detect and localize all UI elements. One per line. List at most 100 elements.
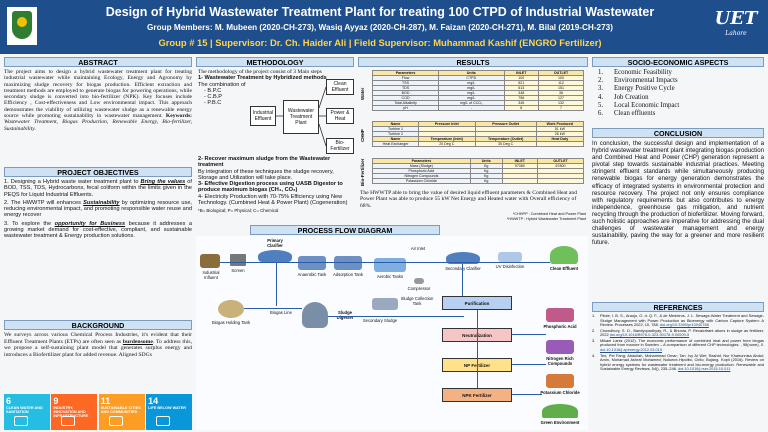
label-potassium: Potassium Chloride — [540, 390, 580, 395]
objective-item: 2. The HWWTP will enhances Sustainabilit… — [4, 199, 192, 219]
uv-icon — [498, 252, 522, 262]
chem-line-2 — [512, 364, 546, 365]
combo-list: - B.P.C - C.B.P - P.B.C — [204, 87, 223, 107]
list-item: 2.Environmental Impacts — [598, 77, 678, 85]
references-list: 1.Pilote, I. B. S., Araujo, O. d. Q. F.,… — [592, 313, 764, 373]
clean-effluent-icon — [550, 246, 578, 264]
label-air: Air Inlet — [410, 246, 426, 251]
socio-list: 1.Economic Feasibility 2.Environmental I… — [592, 69, 764, 118]
conclusion-body: In conclusion, the successful design and… — [592, 140, 764, 247]
poster-title: Design of Hybrid Wastewater Treatment Pl… — [105, 5, 655, 19]
label-aerobic: Aerobic Tanks — [376, 274, 404, 279]
secondary-clarifier-icon — [446, 252, 480, 264]
objective-item: 3. To explore the opportunity for Busine… — [4, 220, 192, 240]
methodology-note: *B= Biological; P= Physical; C= Chemical — [198, 208, 279, 214]
npk-fertilizer-box: NPK Fertilizer — [442, 388, 512, 402]
references-heading: REFERENCES — [592, 302, 764, 312]
label-biogas-line: Biogas Line — [270, 310, 292, 315]
background-body: We surveys across various Chemical Proce… — [4, 332, 193, 358]
group-members: Group Members: M. Mubeen (2020-CH-273), … — [147, 23, 613, 32]
sludge-line-2 — [462, 264, 463, 298]
purification-box: Purification — [442, 296, 512, 310]
phosphoric-acid-icon — [546, 308, 574, 322]
main-flow-line — [220, 262, 550, 263]
anaerobic-tank-icon — [298, 256, 326, 270]
poster-header: Design of Hybrid Wastewater Treatment Pl… — [0, 0, 768, 54]
methodology-step2: 2- Recover maximum sludge from the Waste… — [198, 156, 331, 169]
objectives-heading: PROJECT OBJECTIVES — [4, 167, 192, 177]
flow-heading: PROCESS FLOW DIAGRAM — [250, 225, 440, 235]
abstract-text: The project aims to design a hybrid wast… — [4, 69, 192, 120]
methodology-step2b: By integration of these techniques the s… — [198, 168, 334, 181]
fertilizer-stack-line — [477, 310, 478, 388]
sludge-digester-icon — [302, 302, 328, 328]
chem-line-1 — [512, 334, 546, 335]
label-green: Green Environment — [540, 420, 580, 425]
results-heading: RESULTS — [358, 57, 588, 67]
results-footnotes: *CHHPP : Combined Heat and Power Plant *… — [506, 212, 586, 221]
list-item: 5.Local Economic Impact — [598, 101, 680, 109]
screen-icon — [230, 254, 246, 266]
list-item: 3.Energy Positive Cycle — [598, 85, 675, 93]
list-item: 1.Economic Feasibility — [598, 69, 672, 76]
sludge-line-1 — [276, 262, 277, 306]
list-item: 4.Teo, Pei Fang; Abdullah, Mohammad Omar… — [592, 352, 764, 372]
label-compressor: Compressor — [407, 286, 431, 291]
reference-link[interactable]: doi.org/10.1016/B978-0-323-90178-9.00009… — [609, 332, 690, 338]
label-anaerobic: Anaerobic Tank — [297, 272, 327, 277]
conclusion-heading: CONCLUSION — [592, 128, 764, 138]
label-secondary-sludge: Secondary Sludge — [362, 318, 398, 323]
shield-icon — [12, 11, 32, 39]
biogas-flow-line — [244, 308, 302, 309]
green-environment-icon — [542, 404, 578, 418]
nitrogen-icon — [546, 340, 574, 354]
list-item: 3.Mikael Lantz (2012). The economic perf… — [592, 337, 764, 352]
adsorption-tank-icon — [334, 256, 362, 270]
objective-item: 1. Designing a Hybrid waste water treatm… — [4, 179, 192, 198]
label-adsorption: Adsorption Tank — [333, 272, 363, 277]
abstract-heading: ABSTRACT — [4, 57, 192, 67]
diagram-bio-fertilizer: Bio-Fertilizer — [326, 138, 354, 154]
label-uv: UV Disinfection — [495, 264, 525, 269]
abstract-body: The project aims to design a hybrid wast… — [4, 69, 192, 165]
label-influent: Industrial Influent — [202, 270, 220, 280]
fish-icon — [156, 416, 171, 426]
keywords-text: Wastewater Treatment, Biogas Production,… — [4, 119, 192, 132]
label-nitrogen: Nitrogen Rich Compounds — [546, 356, 574, 366]
list-item: 6.Clean effluents — [598, 110, 656, 118]
label-primary: Primary Clarifier — [267, 238, 283, 248]
potassium-icon — [546, 374, 574, 388]
reference-link[interactable]: doi.org/10.3390/pr10040788 — [659, 322, 709, 327]
background-heading: BACKGROUND — [4, 320, 192, 330]
uet-logo-city: Lahore — [725, 30, 747, 37]
methodology-combo: The combination of — [198, 81, 246, 88]
diagram-wwtp: Wastewater Treatment Plant — [283, 100, 319, 134]
keywords-label: Keywords: — [165, 113, 192, 120]
objectives-body: 1. Designing a Hybrid waste water treatm… — [4, 179, 192, 317]
diagram-clean-effluent: Clean Effluent — [326, 79, 354, 95]
water-drop-icon — [14, 416, 28, 426]
biogas-holding-tank-icon — [218, 300, 244, 318]
list-item: 4.Job Creation — [598, 93, 649, 101]
diagram-arrows — [276, 86, 326, 147]
reference-link[interactable]: doi:10.1016/j.apenergy.2012.03.015 — [600, 346, 663, 352]
supervisor-line: Group # 15 | Supervisor: Dr. Ch. Haider … — [158, 37, 602, 48]
process-flow-diagram: Industrial Influent Screen Primary Clari… — [196, 236, 588, 430]
methodology-intro-block: The methodology of the project consist o… — [198, 69, 354, 107]
list-item: 1.Pilote, I. B. S., Araujo, O. d. Q. F.,… — [592, 313, 764, 327]
primary-clarifier-icon — [258, 250, 292, 262]
reference-link[interactable]: doi:10.1016/j.rser.2015.10.011 — [678, 366, 731, 372]
cube-icon — [61, 416, 76, 426]
methodology-steps: 2- Recover maximum sludge from the Waste… — [198, 156, 354, 215]
methodology-step4: 4- Electricity Production with 70-75% Ef… — [198, 193, 348, 207]
fertilizer-label: Bio-Fertilizer — [360, 158, 365, 186]
city-icon — [108, 416, 123, 426]
chem-line-3 — [512, 394, 542, 395]
